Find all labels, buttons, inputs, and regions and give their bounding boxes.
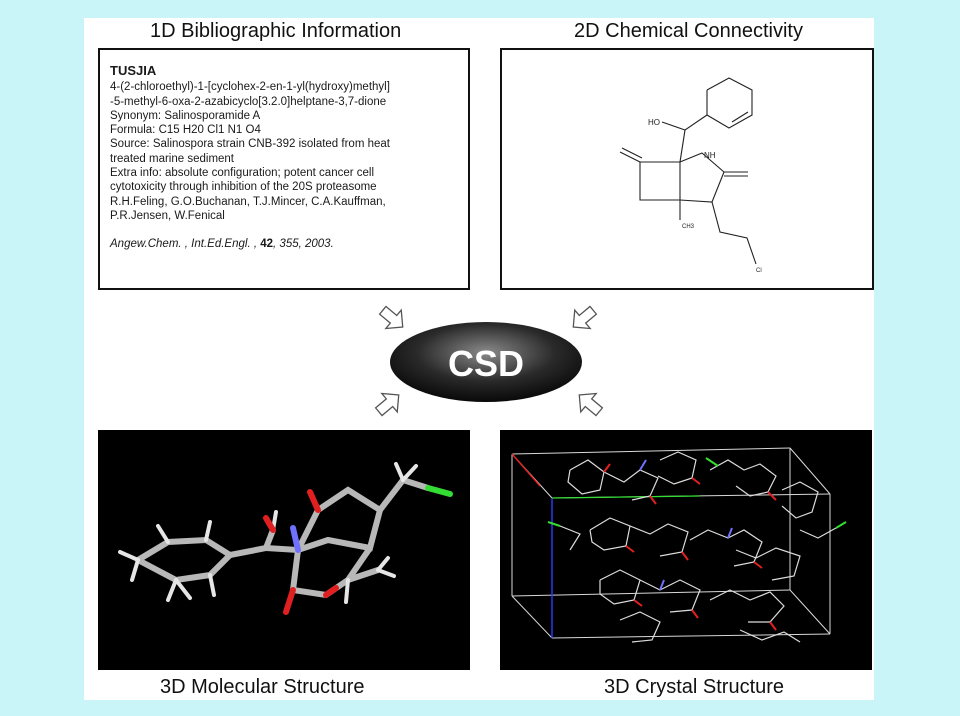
label-nh: NH: [704, 151, 716, 160]
heading-connectivity: 2D Chemical Connectivity: [574, 20, 803, 42]
csd-ellipse: [390, 322, 582, 402]
bibliographic-box: TUSJIA 4-(2-chloroethyl)-1-[cyclohex-2-e…: [98, 48, 470, 290]
refcode: TUSJIA: [110, 63, 157, 78]
label-ho: HO: [648, 118, 660, 127]
extra-info-line-2: cytotoxicity through inhibition of the 2…: [110, 181, 377, 194]
crystal-packing-model: [511, 447, 847, 643]
connectivity-box: HO NH CH3 Cl: [500, 48, 874, 290]
volume: 42: [260, 238, 274, 251]
iupac-name-line-1: 4-(2-chloroethyl)-1-[cyclohex-2-en-1-yl(…: [110, 81, 390, 94]
lactone-carbonyl-2: [621, 147, 643, 159]
arrow-top-right-icon: [572, 305, 598, 330]
molecule-stick-model: [118, 462, 453, 615]
heading-bibliographic: 1D Bibliographic Information: [150, 20, 402, 42]
label-cl: Cl: [756, 268, 762, 274]
extra-info-line-1: Extra info: absolute configuration; pote…: [110, 167, 375, 180]
lactone-carbonyl: [619, 151, 641, 163]
pages-year: , 355, 2003.: [273, 238, 334, 251]
structure-diagram: HO NH CH3 Cl: [619, 77, 762, 274]
chloroethyl-chain: [711, 201, 757, 265]
heading-molecular: 3D Molecular Structure: [160, 676, 365, 698]
crystal-render: [500, 430, 872, 670]
authors-line-2: P.R.Jensen, W.Fenical: [110, 209, 225, 222]
arrow-bottom-left-icon: [374, 392, 400, 417]
molecular-render: [98, 430, 470, 670]
iupac-name-line-2: -5-methyl-6-oxa-2-azabicyclo[3.2.0]helpt…: [110, 95, 387, 108]
citation: Angew.Chem. , Int.Ed.Engl. , 42, 355, 20…: [110, 237, 458, 251]
authors-line-1: R.H.Feling, G.O.Buchanan, T.J.Mincer, C.…: [110, 195, 386, 208]
journal: Angew.Chem. , Int.Ed.Engl. ,: [110, 238, 258, 251]
bond-ring-carbinol: [684, 114, 708, 131]
heading-crystal: 3D Crystal Structure: [604, 676, 785, 698]
source-line-1: Source: Salinospora strain CNB-392 isola…: [110, 138, 390, 151]
bond-hydroxy: [661, 121, 686, 131]
bond-carbinol-c1: [679, 129, 686, 163]
ring-double-bond: [731, 111, 749, 123]
arrow-top-left-icon: [378, 305, 404, 330]
source-line-2: treated marine sediment: [110, 152, 235, 165]
arrow-bottom-right-icon: [578, 392, 604, 417]
formula: Formula: C15 H20 Cl1 N1 O4: [110, 124, 261, 137]
synonym: Synonym: Salinosporamide A: [110, 109, 261, 122]
csd-label: CSD: [448, 343, 524, 384]
label-ch3: CH3: [682, 224, 695, 230]
